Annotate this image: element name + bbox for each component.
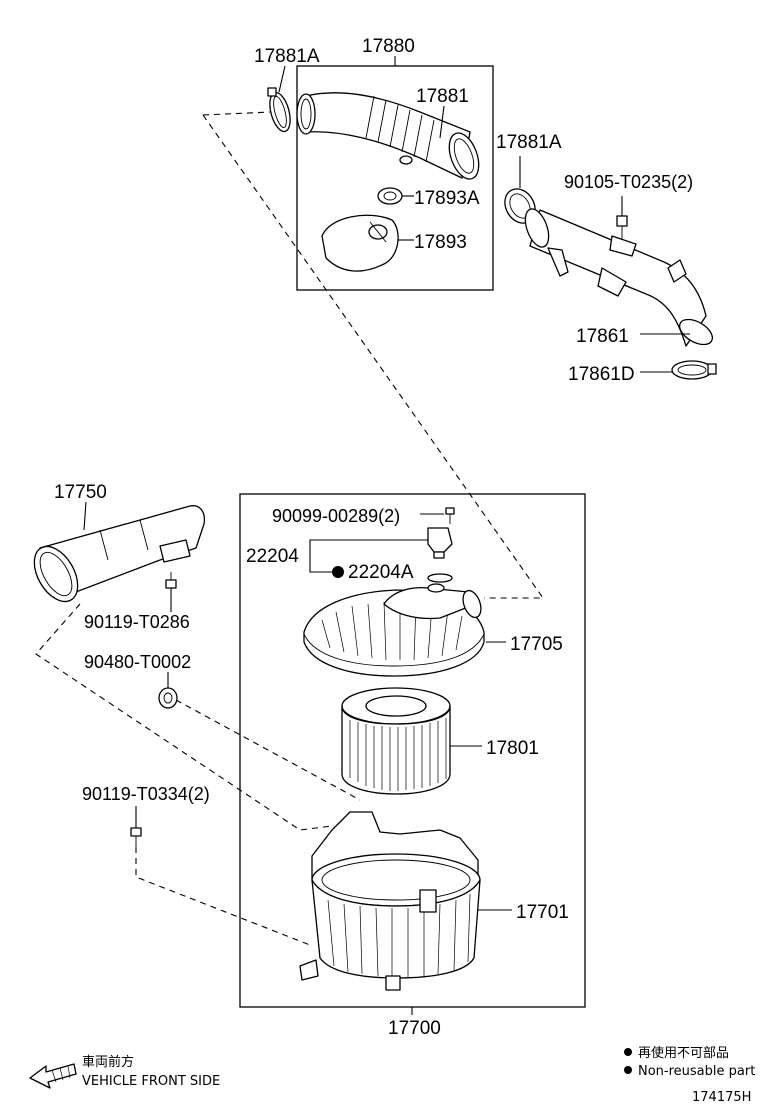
airflow-sensor-22204 bbox=[427, 527, 453, 559]
resonator-17893 bbox=[321, 214, 399, 272]
clamp-17861d bbox=[671, 360, 717, 380]
intake-hose-17881 bbox=[296, 92, 480, 180]
vehicle-front-arrow-icon bbox=[29, 1063, 77, 1089]
label-90119-t0286: 90119-T0286 bbox=[84, 612, 190, 632]
non-reusable-label-en: Non-reusable part bbox=[638, 1064, 755, 1079]
label-90105-t0235: 90105-T0235(2) bbox=[564, 172, 693, 192]
label-17701: 17701 bbox=[516, 902, 569, 923]
label-17881: 17881 bbox=[416, 86, 469, 107]
inlet-pipe-17861 bbox=[524, 208, 714, 347]
label-17700: 17700 bbox=[388, 1018, 441, 1039]
label-17705: 17705 bbox=[510, 634, 563, 655]
label-17880: 17880 bbox=[362, 36, 415, 57]
label-17801: 17801 bbox=[486, 738, 539, 759]
label-17893a: 17893A bbox=[414, 188, 480, 209]
non-reusable-marker bbox=[332, 566, 344, 578]
vehicle-front-label-en: VEHICLE FRONT SIDE bbox=[82, 1074, 220, 1089]
screw-90099 bbox=[445, 507, 455, 524]
clamp-17881a-left bbox=[267, 87, 291, 133]
bolt-90119-t0286 bbox=[165, 572, 177, 589]
vehicle-front-label-jp: 車両前方 bbox=[82, 1054, 134, 1070]
label-22204a: 22204A bbox=[348, 562, 414, 583]
air-cleaner-cap-17705 bbox=[303, 583, 485, 677]
bolt-90119-t0334 bbox=[130, 827, 142, 848]
label-17861d: 17861D bbox=[568, 364, 635, 385]
o-ring-22204a bbox=[427, 573, 453, 583]
grommet-90480 bbox=[158, 687, 178, 709]
label-17881a-left: 17881A bbox=[254, 46, 320, 67]
filter-element-17801 bbox=[341, 687, 451, 795]
label-17893: 17893 bbox=[414, 232, 467, 253]
air-pipe-17750 bbox=[33, 505, 206, 603]
label-17881a-right: 17881A bbox=[496, 132, 562, 153]
label-90099-00289: 90099-00289(2) bbox=[272, 506, 400, 526]
connection-line-pipe-to-case bbox=[35, 603, 333, 831]
label-17861: 17861 bbox=[576, 326, 629, 347]
label-17750: 17750 bbox=[54, 482, 107, 503]
bolt-90105 bbox=[616, 215, 628, 240]
connection-line-hose-to-cap bbox=[202, 111, 271, 116]
non-reusable-label-jp: 再使用不可部品 bbox=[638, 1045, 729, 1061]
air-cleaner-case-17701 bbox=[299, 811, 481, 991]
figure-id: 174175H bbox=[692, 1090, 751, 1105]
clip-17893a bbox=[377, 187, 403, 205]
label-22204: 22204 bbox=[246, 546, 299, 567]
label-90119-t0334: 90119-T0334(2) bbox=[82, 784, 210, 804]
label-90480-t0002: 90480-T0002 bbox=[84, 652, 191, 672]
